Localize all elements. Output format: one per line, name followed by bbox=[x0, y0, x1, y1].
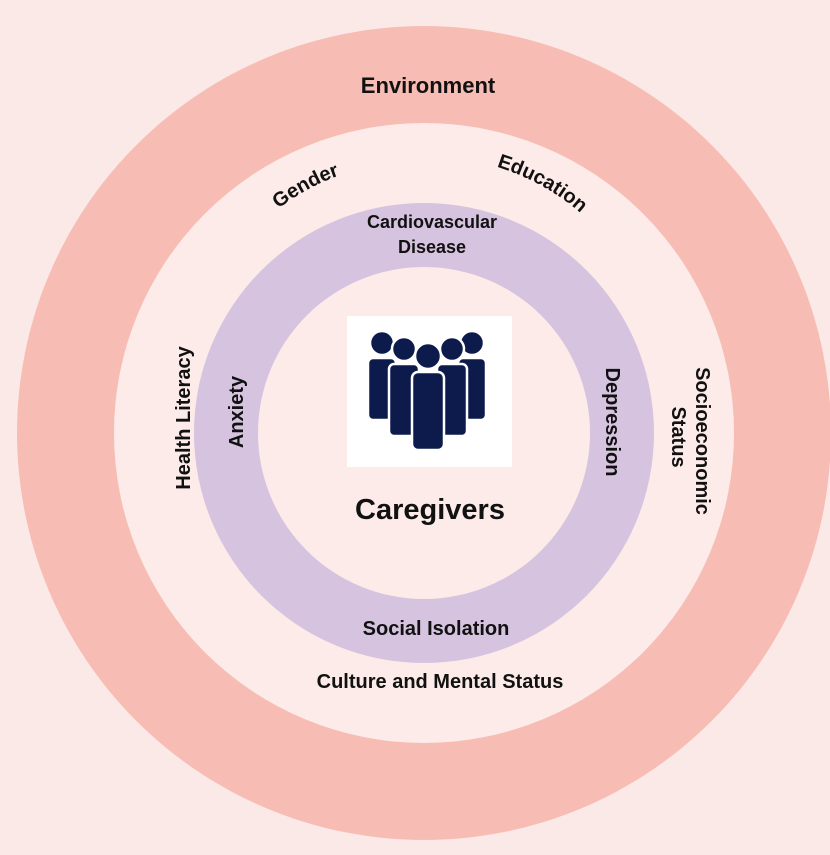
health-literacy-label: Health Literacy bbox=[173, 345, 195, 489]
cardiovascular-label-line1: Cardiovascular bbox=[367, 212, 497, 232]
socioeconomic-label-line2: Status bbox=[667, 406, 689, 467]
depression-label: Depression bbox=[601, 368, 623, 477]
cardiovascular-label-line2: Disease bbox=[398, 237, 466, 257]
group-of-people-icon bbox=[366, 329, 488, 452]
social-isolation-label: Social Isolation bbox=[363, 618, 510, 640]
socioeconomic-label-line1: Socioeconomic bbox=[691, 367, 713, 515]
culture-label: Culture and Mental Status bbox=[317, 671, 564, 693]
caregivers-title: Caregivers bbox=[355, 494, 505, 526]
anxiety-label: Anxiety bbox=[226, 375, 248, 448]
environment-label: Environment bbox=[361, 73, 496, 98]
